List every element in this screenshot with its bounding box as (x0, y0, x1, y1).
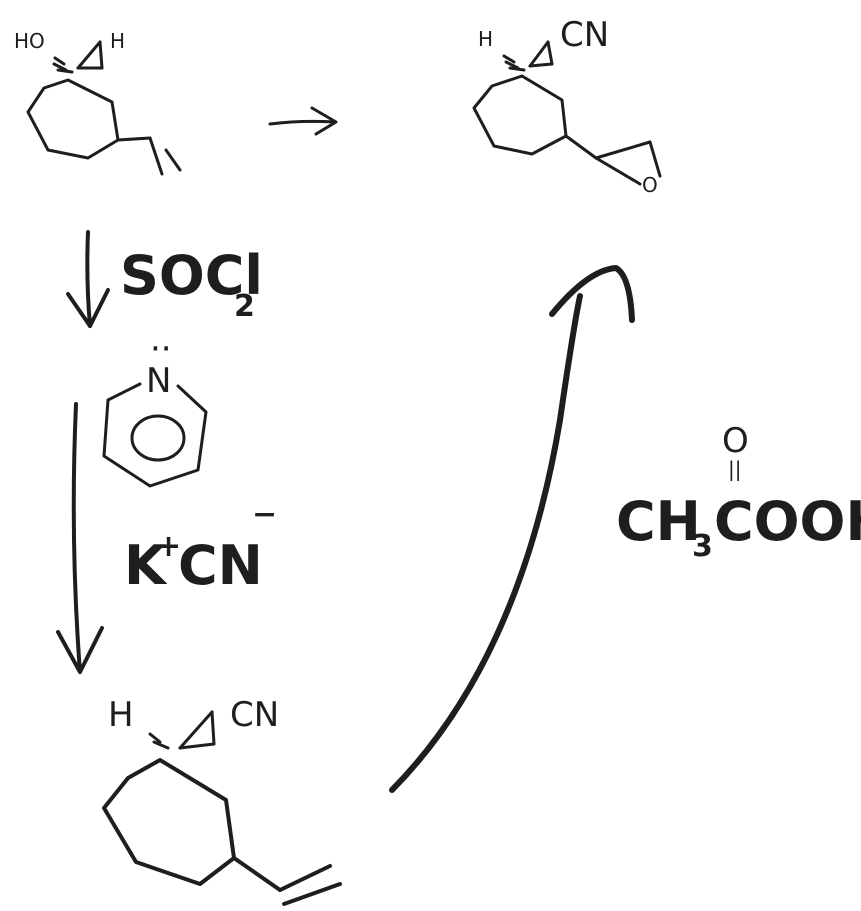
reagent-prefix: CH (616, 490, 701, 553)
intermediate-vinyl-group (232, 856, 342, 906)
pyridine-structure: ·· N (102, 329, 208, 488)
reagent-suffix: COOH (714, 490, 861, 553)
step-three-arrow-head (549, 265, 635, 323)
step-two: ·· N K + CN − (56, 329, 277, 674)
vinyl-double-bond-a (148, 136, 164, 176)
product-cyclopropane-bond-a (528, 40, 550, 68)
step-one-reagent: SOCl (120, 244, 263, 307)
cyclopropane-bond-b (98, 40, 104, 70)
intermediate-cyclopropane-bond-b (210, 710, 216, 746)
wedge-hash-2 (52, 62, 68, 72)
cyanide-anion: CN (178, 534, 263, 597)
vinyl-single-bond (116, 136, 152, 142)
step-one: SOCl 2 (66, 230, 263, 328)
epoxide-oxygen-bond-b (648, 140, 662, 178)
top-reaction-arrow (268, 106, 338, 136)
step-one-arrow-shaft (85, 230, 92, 328)
pyridine-ring (102, 382, 208, 488)
step-one-reagent-subscript: 2 (234, 289, 255, 324)
step-two-arrow-head (56, 626, 104, 674)
starting-cyclopropane-ring (52, 40, 104, 74)
step-two-arrow (56, 402, 104, 674)
cyanide-plus-charge: + (156, 529, 181, 564)
peracetic-acid: O || CH 3 COOH (616, 421, 861, 564)
potassium-cyanide: K + CN − (124, 497, 277, 597)
epoxide-attach-bond (564, 134, 598, 160)
vinyl-double-bond-b (164, 148, 182, 172)
intermediate-vinyl-double-bond-a (278, 864, 332, 892)
intermediate-cyclohexane-ring (102, 758, 236, 886)
epoxide-oxygen-bond-a (594, 156, 642, 186)
carbonyl-double-bond: || (728, 457, 741, 481)
step-three: O || CH 3 COOH (389, 265, 861, 793)
intermediate-hydrogen-label: H (108, 695, 134, 735)
top-product: H CN O (472, 15, 662, 197)
pyridine-lone-pair: ·· (150, 329, 172, 369)
top-arrow-head (310, 106, 338, 136)
top-arrow-shaft (268, 119, 336, 126)
intermediate-nitrile-label: CN (230, 695, 279, 735)
wedge-hash-1 (53, 56, 66, 66)
pyridine-nitrogen-label: N (146, 361, 171, 401)
product-hash-2 (504, 60, 520, 70)
starting-vinyl-group (116, 136, 182, 176)
wedge-hash-3 (56, 68, 74, 74)
cyanide-minus-charge: − (252, 497, 277, 532)
intermediate-hash-2 (152, 740, 170, 750)
epoxide-oxygen-label: O (642, 173, 658, 197)
intermediate-cyclopropane-bond-c (178, 742, 216, 750)
intermediate-cyclopropane-bond-a (178, 710, 214, 750)
product-cyclopropane-ring (502, 40, 554, 72)
product-hydrogen-label: H (478, 27, 493, 51)
starting-material: HO H (14, 29, 182, 176)
hydroxyl-label: HO (14, 29, 45, 53)
cyclopropane-bond-a (76, 40, 102, 70)
cyanide-cation: K (124, 534, 168, 597)
reagent-subscript: 3 (692, 529, 713, 564)
product-cyclopropane-bond-c (528, 62, 554, 68)
product-nitrile-label: CN (560, 15, 609, 55)
step-two-arrow-shaft (71, 402, 82, 674)
product-hash-3 (508, 66, 526, 72)
intermediate-vinyl-double-bond-b (282, 882, 342, 906)
intermediate-cyclopropane-ring (148, 710, 216, 750)
product-epoxide-group: O (564, 134, 662, 197)
intermediate-hash-1 (148, 732, 162, 744)
step-one-arrow (66, 230, 110, 328)
carbonyl-oxygen-label: O (722, 421, 749, 461)
intermediate-vinyl-single-bond (232, 856, 282, 892)
pyridine-aromatic-circle (130, 414, 186, 462)
starting-hydrogen-label: H (110, 29, 125, 53)
step-three-arrow-shaft (389, 293, 583, 793)
product-hash-1 (502, 54, 516, 64)
epoxide-carbon-bond (594, 140, 652, 160)
intermediate: H CN (102, 695, 342, 906)
starting-cyclohexane-ring (26, 78, 120, 160)
step-one-arrow-head (66, 288, 110, 328)
product-cyclohexane-ring (472, 74, 568, 156)
product-cyclopropane-bond-b (546, 40, 554, 66)
